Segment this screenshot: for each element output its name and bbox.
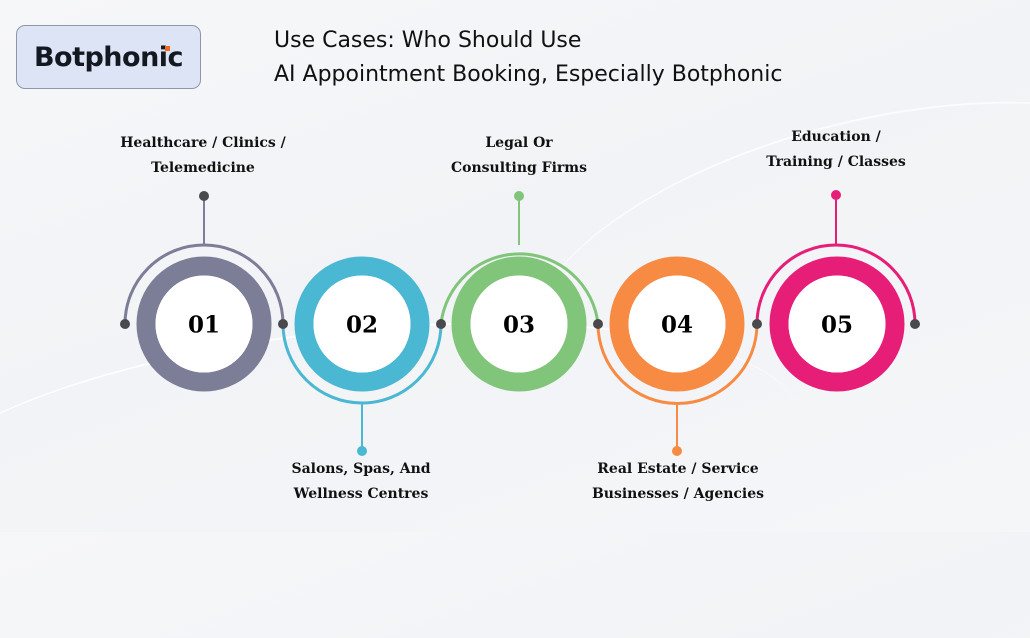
- step-02-label: Salons, Spas, And Wellness Centres: [291, 461, 431, 502]
- step-02-number: 02: [345, 311, 379, 339]
- step-03-number: 03: [502, 311, 536, 339]
- junction-dots: [120, 319, 920, 329]
- step-05-graphic: [755, 190, 917, 392]
- botphonic-logo: Botphonic: [16, 25, 201, 89]
- logo-accent-dot: [165, 45, 171, 51]
- step-04-graphic: [596, 256, 759, 456]
- title-line-2: AI Appointment Booking, Especially Botph…: [274, 62, 783, 87]
- step-04-number: 04: [660, 311, 694, 339]
- step-01-graphic: [123, 191, 285, 392]
- step-01-number: 01: [187, 311, 221, 339]
- page-title: Use Cases: Who Should Use AI Appointment…: [274, 24, 782, 92]
- step-03-label: Legal Or Consulting Firms: [451, 135, 587, 176]
- step-01-label: Healthcare / Clinics / Telemedicine: [120, 135, 286, 176]
- step-02-graphic: [281, 256, 443, 456]
- logo-text: Botphonic: [33, 41, 184, 73]
- use-case-timeline: [120, 190, 920, 456]
- step-05-label: Education / Training / Classes: [766, 129, 906, 170]
- title-line-1: Use Cases: Who Should Use: [274, 28, 582, 53]
- step-05-number: 05: [820, 311, 854, 339]
- step-04-label: Real Estate / Service Businesses / Agenc…: [591, 461, 765, 502]
- step-03-graphic: [439, 191, 600, 392]
